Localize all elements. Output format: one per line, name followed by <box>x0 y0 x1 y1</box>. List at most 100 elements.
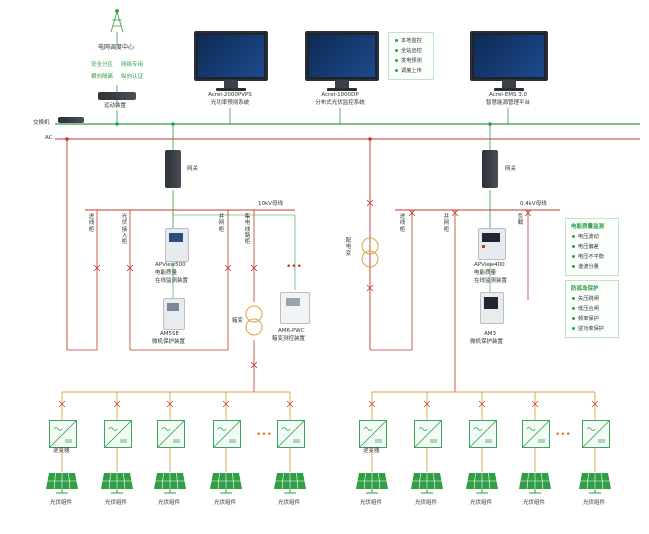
dedicated-network-label: 网络专用 <box>121 62 144 68</box>
inverter-icon <box>582 420 610 448</box>
switch-icon <box>58 117 84 123</box>
switch-marks <box>93 199 532 369</box>
box-item: 电压不平衡 <box>572 253 618 260</box>
bullet-icon <box>395 39 398 42</box>
switch-mark <box>591 400 599 408</box>
box-item-label: 电压偏差 <box>578 244 599 250</box>
anti-islanding-items: 失压跳闸低压合闸频率保护逆功率保护 <box>566 295 618 332</box>
right-gateway-label: 网关 <box>505 166 517 172</box>
switch-mark <box>478 400 486 408</box>
box-item-label: 频率保护 <box>578 316 599 322</box>
switch-mark <box>423 400 431 408</box>
feeder-drops <box>58 392 599 472</box>
power-quality-items: 电压波动电压偏差电压不平衡谐波分量 <box>566 233 618 270</box>
busbar-10kv-label: 10kV母线 <box>258 201 283 207</box>
box-item: 频率保护 <box>572 315 618 322</box>
am3-model: AM3 <box>484 331 497 337</box>
am3-name: 微机保护装置 <box>470 339 504 345</box>
inverter-label: 逆变器 <box>53 448 70 454</box>
more-inverters-ellipsis: ••• <box>555 430 571 440</box>
apview500-model: APView500 <box>155 262 186 268</box>
pv-panel-icon <box>578 472 612 494</box>
box-transformer-symbol <box>245 305 263 336</box>
left-cab4-label: 集电线路柜 <box>244 214 251 246</box>
box-item-label: 电压波动 <box>578 234 599 240</box>
junction-dot <box>65 137 69 141</box>
box-item-label: 电压不平衡 <box>578 254 604 260</box>
bullet-icon <box>395 49 398 52</box>
junction-dot <box>488 122 492 126</box>
feature-item: 全站远控 <box>395 47 433 54</box>
feature-list: 本地监控全站远控发电预测调度上传 <box>388 32 434 80</box>
am6pwc-device <box>280 292 310 324</box>
feature-item-label: 全站远控 <box>401 48 422 54</box>
left-gateway-label: 网关 <box>187 166 199 172</box>
right-cab1-label: 进线柜 <box>399 214 406 233</box>
bullet-icon <box>395 69 398 72</box>
pv-panel-icon <box>355 472 389 494</box>
monitor-pvps-name: 光功率预测系统 <box>210 100 250 106</box>
box-item: 逆功率保护 <box>572 325 618 332</box>
inverter-icon <box>469 420 497 448</box>
monitor-pvps-model: Acrel-2000PVPS <box>208 92 252 98</box>
box-item: 低压合闸 <box>572 305 618 312</box>
junction-dot <box>171 122 175 126</box>
left-cab3-label: 并网柜 <box>218 214 225 233</box>
inverter-label: 逆变器 <box>363 448 380 454</box>
pv-panel-icon <box>273 472 307 494</box>
bullet-icon <box>572 235 575 238</box>
inverter-icon <box>49 420 77 448</box>
security-zone-label: 安全分区 <box>91 62 114 68</box>
box-item-label: 谐波分量 <box>578 264 599 270</box>
anti-islanding-title: 防孤岛保护 <box>571 286 599 292</box>
box-item: 电压偏差 <box>572 243 618 250</box>
inverter-icon <box>359 420 387 448</box>
ac-label: AC <box>45 135 53 141</box>
box-item: 谐波分量 <box>572 263 618 270</box>
horizontal-isolation-label: 横向隔离 <box>91 74 114 80</box>
remote-device-icon <box>98 92 136 100</box>
pv-panel-label: 光伏组件 <box>360 500 383 506</box>
pv-panel-label: 光伏组件 <box>523 500 546 506</box>
feature-item-label: 调度上传 <box>401 68 422 74</box>
bullet-icon <box>572 317 575 320</box>
box-transformer-label: 箱变 <box>232 318 244 324</box>
pv-panel-label: 光伏组件 <box>415 500 438 506</box>
feature-item-label: 发电预测 <box>401 58 422 64</box>
pv-panel-icon <box>465 472 499 494</box>
vertical-auth-label: 纵向认证 <box>121 74 144 80</box>
monitor-ems-name: 智慧能源管理平台 <box>485 100 530 106</box>
bullet-icon <box>572 265 575 268</box>
apview500-name1: 电能质量 <box>155 270 178 276</box>
right-gateway-icon <box>482 150 498 188</box>
power-quality-box: 电能质量监测 电压波动电压偏差电压不平衡谐波分量 <box>565 218 619 276</box>
junction-dot <box>368 137 372 141</box>
tower-icon <box>110 9 124 33</box>
pv-panel-label: 光伏组件 <box>470 500 493 506</box>
power-quality-title: 电能质量监测 <box>571 224 605 230</box>
switch-label: 交换机 <box>33 120 50 126</box>
monitor-pvps <box>194 31 268 91</box>
box-item-label: 逆功率保护 <box>578 326 604 332</box>
junction-dot <box>115 122 119 126</box>
left-gateway-icon <box>165 150 181 188</box>
inverter-icon <box>157 420 185 448</box>
pv-panel-icon <box>100 472 134 494</box>
distribution-transformer-symbol <box>361 237 379 268</box>
monitor-dp-name: 分布式光伏监控系统 <box>315 100 365 106</box>
pv-panel-label: 光伏组件 <box>158 500 181 506</box>
pv-panel-label: 光伏组件 <box>50 500 73 506</box>
box-item: 失压跳闸 <box>572 295 618 302</box>
left-ellipsis: ••• <box>286 262 302 272</box>
bullet-icon <box>572 297 575 300</box>
box-item-label: 失压跳闸 <box>578 296 599 302</box>
left-cab2-label: 光伏接入柜 <box>121 214 128 246</box>
distribution-transformer-label: 配电变 <box>345 238 352 257</box>
apview500-device <box>165 228 189 262</box>
apview400-device <box>478 228 506 260</box>
dispatch-center-label: 电网调度中心 <box>98 44 135 51</box>
apview500-name2: 在线监测装置 <box>155 278 189 284</box>
apview400-model: APView400 <box>474 262 505 268</box>
pv-panel-label: 光伏组件 <box>583 500 606 506</box>
